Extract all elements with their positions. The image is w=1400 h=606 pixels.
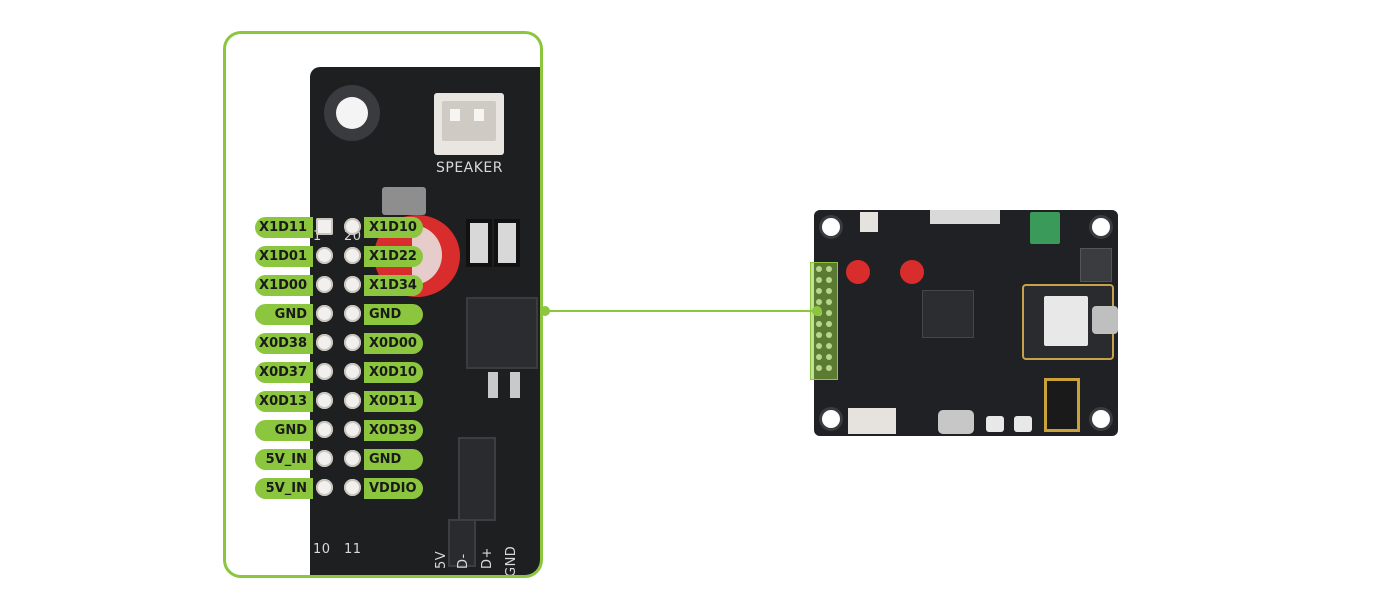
header-highlight xyxy=(810,262,838,380)
header-pin xyxy=(344,363,361,380)
smd-cluster xyxy=(488,372,528,402)
pin-label-right: VDDIO xyxy=(364,478,423,499)
header-pin xyxy=(316,363,333,380)
usb-dplus-label: D+ xyxy=(480,547,495,569)
capacitor xyxy=(846,260,870,284)
full-board xyxy=(814,210,1118,436)
pin-label-right: GND xyxy=(364,304,423,325)
connector-line xyxy=(545,310,815,312)
pin-label-left: X0D37 xyxy=(255,362,313,383)
header-pin xyxy=(344,334,361,351)
jst-connector xyxy=(848,408,896,434)
usb-gnd-label: GND xyxy=(504,545,519,577)
pin-label-left: 5V_IN xyxy=(255,478,313,499)
speaker-connector xyxy=(434,93,504,155)
pin-label-right: X0D11 xyxy=(364,391,423,412)
header-pin xyxy=(344,479,361,496)
pin-number-10: 10 xyxy=(313,542,331,557)
usb-c-port xyxy=(938,410,974,434)
pin-label-left: X0D38 xyxy=(255,333,313,354)
audio-jack xyxy=(1044,378,1080,432)
header-pin xyxy=(316,450,333,467)
button xyxy=(986,416,1004,432)
pin-label-left: X1D00 xyxy=(255,275,313,296)
board-hole xyxy=(822,410,840,428)
pin-label-right: X0D00 xyxy=(364,333,423,354)
header-pin xyxy=(316,247,333,264)
pin-label-left: GND xyxy=(255,304,313,325)
pin-label-left: X0D13 xyxy=(255,391,313,412)
usb-5v-label: 5V xyxy=(434,550,449,569)
usb-c-port xyxy=(1092,306,1118,334)
pin-label-right: X1D22 xyxy=(364,246,423,267)
capacitor xyxy=(900,260,924,284)
button xyxy=(1014,416,1032,432)
pin-label-right: X1D34 xyxy=(364,275,423,296)
pin-number-1: 1 xyxy=(313,229,322,244)
header-pin xyxy=(316,276,333,293)
pin-label-left: GND xyxy=(255,420,313,441)
pin-label-right: GND xyxy=(364,449,423,470)
header-pin xyxy=(316,305,333,322)
pin-label-right: X1D10 xyxy=(364,217,423,238)
inductor xyxy=(382,187,426,215)
ic-chip xyxy=(466,297,538,369)
header-pin xyxy=(344,421,361,438)
speaker-label: SPEAKER xyxy=(436,160,504,176)
header-pin xyxy=(344,218,361,235)
header-pin xyxy=(316,218,333,235)
transistor xyxy=(458,437,496,521)
mounting-hole xyxy=(324,85,380,141)
main-chip xyxy=(922,290,974,338)
connector-dot-right xyxy=(812,306,822,316)
header-pin xyxy=(344,305,361,322)
resistor-pair xyxy=(462,215,522,267)
usb-dminus-label: D- xyxy=(456,553,471,569)
speaker-connector xyxy=(860,212,878,232)
diode xyxy=(448,519,476,567)
header-pin xyxy=(344,392,361,409)
board-hole xyxy=(1092,410,1110,428)
pin-label-left: X1D01 xyxy=(255,246,313,267)
pin-label-left: 5V_IN xyxy=(255,449,313,470)
header-pin xyxy=(316,392,333,409)
pin-label-right: X0D10 xyxy=(364,362,423,383)
pin-label-right: X0D39 xyxy=(364,420,423,441)
pin-number-11: 11 xyxy=(344,542,362,557)
board-hole xyxy=(1092,218,1110,236)
header-pin xyxy=(316,334,333,351)
terminal-block xyxy=(1030,212,1060,244)
board-hole xyxy=(822,218,840,236)
header-pin xyxy=(344,276,361,293)
header-pin xyxy=(344,450,361,467)
header-pin xyxy=(316,421,333,438)
pin-label-left: X1D11 xyxy=(255,217,313,238)
pcb-closeup: SPEAKER 1 20 10 11 5V D- xyxy=(310,67,540,577)
inductor xyxy=(1080,248,1112,282)
header-pin xyxy=(316,479,333,496)
header-pin xyxy=(344,247,361,264)
ffc-connector xyxy=(930,210,1000,224)
xiao-module xyxy=(1022,284,1114,360)
